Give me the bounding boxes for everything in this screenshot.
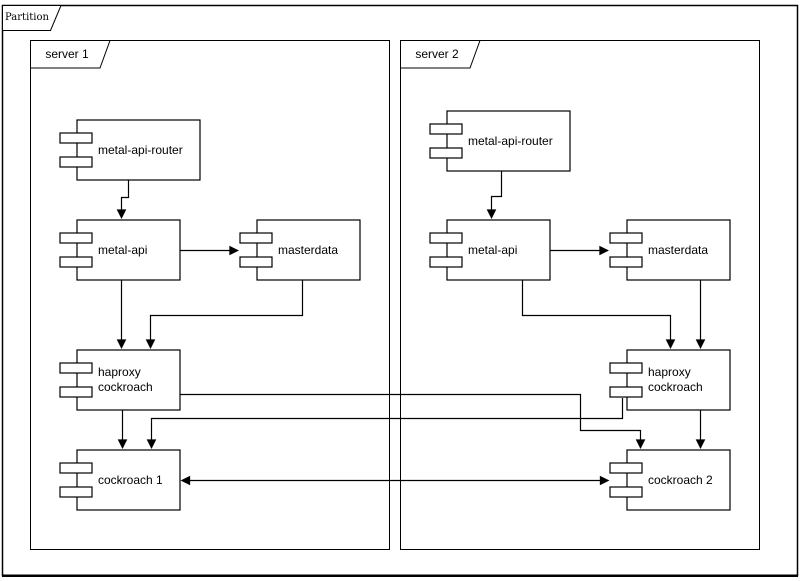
component-connector-icon (239, 256, 273, 268)
component-connector-icon (609, 256, 643, 268)
component-metal-api-s2 (429, 219, 551, 281)
component-label-haproxy-cockroach-s1: haproxy cockroach (98, 365, 153, 394)
edge-masterdata-to-haproxy-s1 (145, 280, 304, 349)
component-connector-icon (59, 232, 93, 244)
edge-metalapi-to-haproxy-s2 (521, 280, 676, 349)
component-connector-icon (429, 123, 463, 135)
server-2-tab (400, 40, 481, 69)
component-label-metal-api-s2: metal-api (468, 242, 518, 257)
component-box (626, 449, 731, 511)
component-connector-icon (609, 486, 643, 498)
component-box (626, 349, 731, 411)
component-connector-icon (59, 462, 93, 474)
component-connector-icon (429, 147, 463, 159)
component-haproxy-cockroach-s1 (59, 349, 181, 411)
edge-haproxy-s1-to-cockroach2 (180, 393, 646, 449)
component-metal-api-s1 (59, 219, 181, 281)
server-1-container (30, 40, 390, 550)
component-label-haproxy-cockroach-s2: haproxy cockroach (648, 365, 703, 394)
edge-haproxy-s2-to-cockroach1 (146, 398, 624, 449)
component-haproxy-cockroach-s2 (609, 349, 731, 411)
component-connector-icon (609, 462, 643, 474)
edge-router-to-metalapi-s1 (116, 180, 130, 219)
component-connector-icon (59, 486, 93, 498)
component-cockroach-2 (609, 449, 731, 511)
component-connector-icon (429, 256, 463, 268)
component-box (626, 219, 731, 281)
partition-tab (2, 5, 62, 31)
component-connector-icon (59, 156, 93, 168)
component-masterdata-s2 (609, 219, 731, 281)
component-connector-icon (59, 256, 93, 268)
server-1-tab (30, 40, 111, 69)
component-metal-api-router-s1 (59, 119, 201, 181)
component-connector-icon (609, 386, 643, 398)
component-box (256, 219, 361, 281)
component-connector-icon (609, 362, 643, 374)
component-masterdata-s1 (239, 219, 361, 281)
component-box (76, 219, 181, 281)
component-label-masterdata-s1: masterdata (278, 242, 339, 257)
component-label-cockroach-2: cockroach 2 (648, 472, 713, 487)
component-box (76, 449, 181, 511)
component-label-metal-api-router-s1: metal-api-router (98, 142, 183, 157)
partition-label: Partition (5, 12, 49, 23)
component-label-masterdata-s2: masterdata (648, 242, 709, 257)
component-connector-icon (59, 132, 93, 144)
component-connector-icon (59, 386, 93, 398)
component-connector-icon (59, 362, 93, 374)
server-1-label: server 1 (45, 47, 89, 61)
component-box (446, 110, 571, 172)
component-connector-icon (429, 232, 463, 244)
component-cockroach-1 (59, 449, 181, 511)
component-label-cockroach-1: cockroach 1 (98, 472, 163, 487)
component-box (76, 349, 181, 411)
component-box (76, 119, 201, 181)
component-connector-icon (239, 232, 273, 244)
edge-router-to-metalapi-s2 (486, 171, 503, 219)
component-label-metal-api-router-s2: metal-api-router (468, 133, 553, 148)
component-box (446, 219, 551, 281)
server-2-container (400, 40, 760, 550)
component-metal-api-router-s2 (429, 110, 571, 172)
server-2-label: server 2 (415, 47, 459, 61)
component-label-metal-api-s1: metal-api (98, 242, 148, 257)
component-connector-icon (609, 232, 643, 244)
